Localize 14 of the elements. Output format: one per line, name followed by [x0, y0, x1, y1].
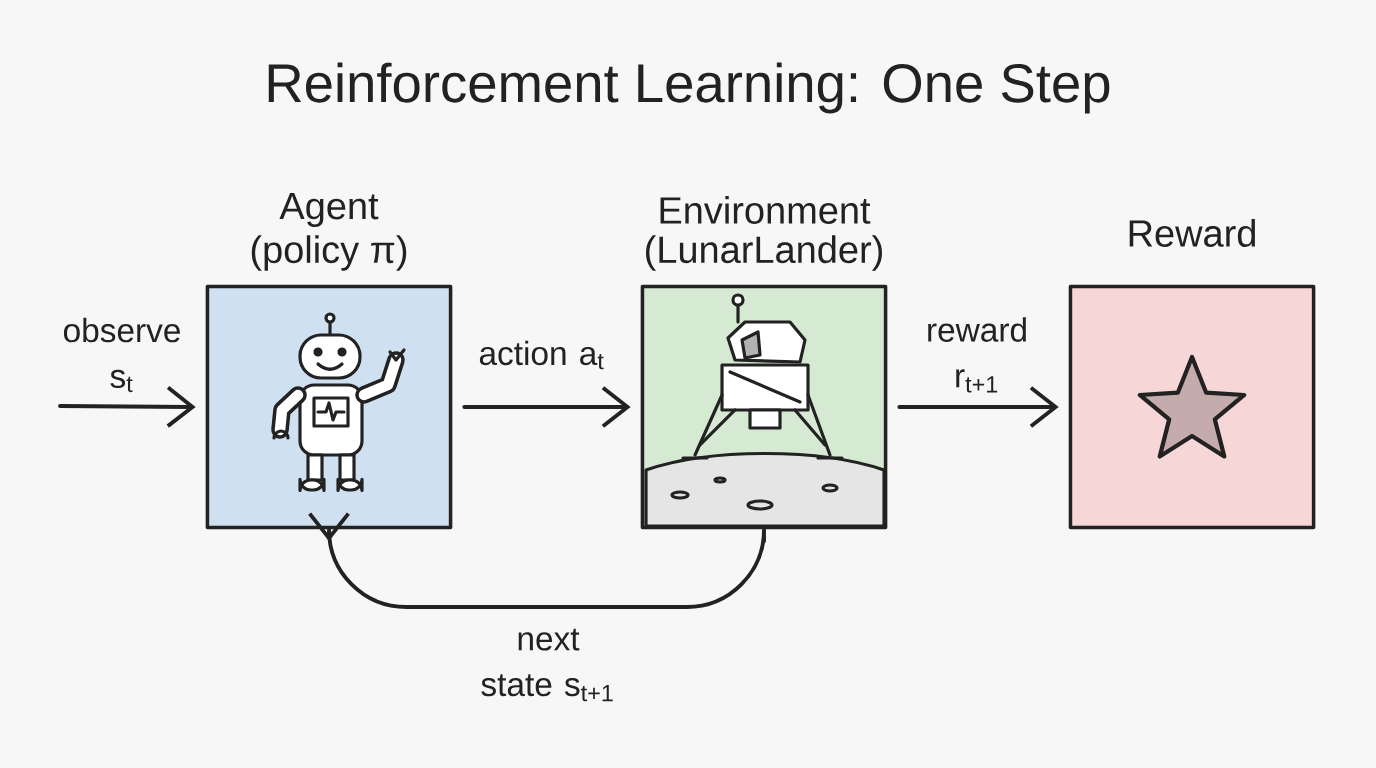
box-subheading: (policy π): [251, 235, 407, 271]
arrow: [897, 386, 1059, 428]
title: Reinforcement Learning: One Step: [268, 62, 1110, 114]
arrow: [462, 386, 631, 428]
box-heading: Reward: [1129, 219, 1255, 247]
edge-label: observe s$_{t}$: [63, 317, 180, 393]
box-heading: Agent: [279, 192, 379, 227]
edge-label: next state s$_{t+1}$: [481, 628, 613, 702]
arrow: [308, 512, 766, 609]
box-subheading: (LunarLander): [646, 235, 882, 271]
edge-label: action a$_{t}$: [479, 340, 604, 370]
arrow: [58, 385, 196, 428]
edge-label: reward r$_{t+1}$: [928, 317, 1026, 393]
box-heading: Environment: [660, 196, 871, 224]
